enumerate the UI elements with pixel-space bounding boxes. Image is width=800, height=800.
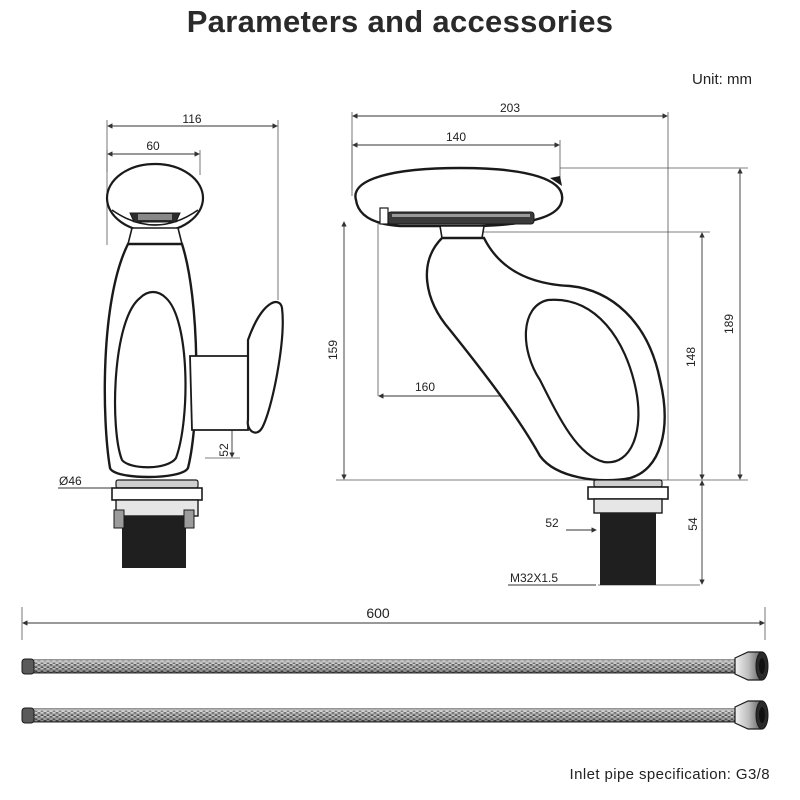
front-neck [126, 227, 184, 245]
side-neck [439, 225, 485, 239]
dim-front-total-width: 116 [182, 112, 201, 126]
side-view: 203 140 160 159 148 189 52 54 M32X1.5 [326, 101, 748, 586]
side-body-panel [524, 298, 640, 464]
dim-side-thread-length: 54 [686, 517, 700, 531]
hose-1 [21, 651, 769, 681]
dim-side-spout-reach: 160 [415, 380, 435, 394]
dim-front-base-diameter: Ø46 [59, 474, 82, 488]
front-body-panel [113, 290, 187, 469]
dim-hose-length: 600 [366, 605, 390, 621]
front-spray-head [105, 162, 205, 234]
front-lever-handle [189, 300, 284, 434]
front-view: 116 60 52 Ø46 [58, 112, 284, 568]
unit-label: Unit: mm [692, 71, 752, 88]
dim-front-handle-height: 52 [217, 443, 231, 457]
dim-side-head-length: 140 [446, 130, 466, 144]
dim-side-spout-height: 148 [684, 347, 698, 367]
side-spray-head [354, 166, 564, 228]
inlet-pipe-spec: Inlet pipe specification: G3/8 [569, 766, 770, 783]
page-title: Parameters and accessories [186, 4, 614, 39]
front-base-fitting [111, 479, 203, 568]
dim-side-total-length: 203 [500, 101, 520, 115]
hose-2 [21, 700, 769, 730]
dim-front-spray-head: 60 [146, 139, 160, 153]
side-base-fitting [587, 479, 669, 585]
dim-side-body-height: 159 [326, 340, 340, 360]
dim-side-total-height: 189 [722, 314, 736, 334]
dim-side-thread: M32X1.5 [510, 571, 558, 585]
dim-side-base: 52 [545, 516, 559, 530]
hose-dimension: 600 [21, 605, 766, 640]
